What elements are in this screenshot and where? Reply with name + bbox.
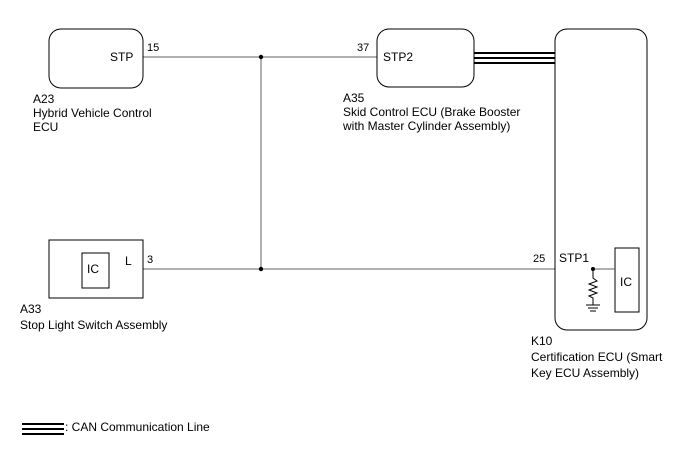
a35-name-line2: with Master Cylinder Assembly) xyxy=(342,119,510,133)
pulldown-resistor-icon xyxy=(587,269,599,305)
component-k10: IC STP1 25 K10 Certification ECU (Smart … xyxy=(531,28,663,380)
a33-terminal-label: L xyxy=(125,254,132,268)
a33-ic-box xyxy=(81,252,110,289)
can-communication-line xyxy=(474,52,555,64)
a23-code: A23 xyxy=(33,92,55,106)
component-a33: IC L 3 A33 Stop Light Switch Assembly xyxy=(20,239,167,332)
k10-pin-number: 25 xyxy=(533,253,545,265)
k10-terminal-label: STP1 xyxy=(559,251,589,265)
ground-icon xyxy=(586,304,600,312)
junction-dot-bottom xyxy=(258,266,264,272)
k10-code: K10 xyxy=(531,334,553,348)
a35-pin-number: 37 xyxy=(357,42,369,54)
legend: : CAN Communication Line xyxy=(22,420,210,435)
a35-box xyxy=(376,28,475,88)
k10-name-line2: Key ECU Assembly) xyxy=(531,366,639,380)
a23-name-line2: ECU xyxy=(33,120,58,134)
junction-dot-top xyxy=(258,54,264,60)
a33-ic-label: IC xyxy=(87,262,99,276)
a23-terminal-label: STP xyxy=(110,50,133,64)
component-a23: STP 15 A23 Hybrid Vehicle Control ECU xyxy=(33,28,159,134)
a33-name-line1: Stop Light Switch Assembly xyxy=(20,318,167,332)
a35-name-line1: Skid Control ECU (Brake Booster xyxy=(343,105,520,119)
a23-pin-number: 15 xyxy=(147,42,159,54)
component-a35: STP2 37 A35 Skid Control ECU (Brake Boos… xyxy=(342,28,520,133)
a23-box xyxy=(48,28,144,89)
legend-label: : CAN Communication Line xyxy=(65,420,210,434)
a33-pin-number: 3 xyxy=(147,254,153,266)
k10-ic-box xyxy=(614,247,640,313)
a35-terminal-label: STP2 xyxy=(383,50,413,64)
k10-name-line1: Certification ECU (Smart xyxy=(531,350,663,364)
a35-code: A35 xyxy=(343,91,365,105)
k10-ic-label: IC xyxy=(620,275,632,289)
a33-code: A33 xyxy=(20,302,42,316)
legend-can-line-icon xyxy=(22,423,64,435)
a23-name-line1: Hybrid Vehicle Control xyxy=(33,106,152,120)
